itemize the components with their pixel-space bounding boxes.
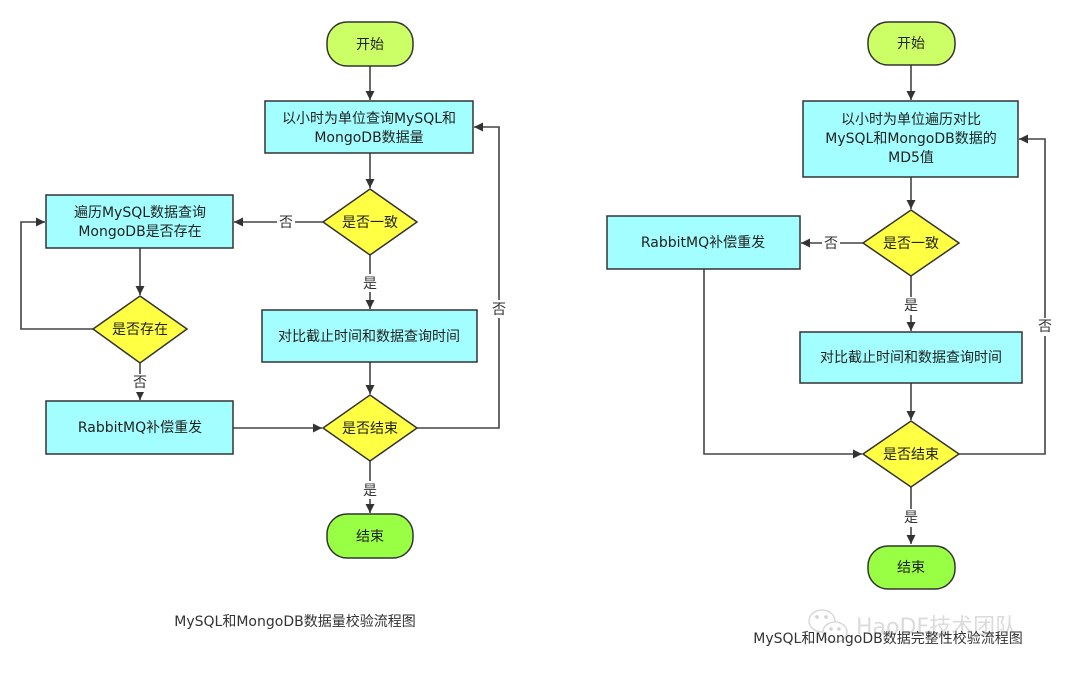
- node-start-label: 开始: [897, 36, 925, 52]
- node-traverse-mysql: 遍历MySQL数据查询 MongoDB是否存在: [45, 194, 234, 249]
- node-end: 结束: [867, 545, 956, 590]
- node-rabbitmq-resend: RabbitMQ补偿重发: [606, 215, 801, 270]
- node-end: 结束: [326, 513, 414, 559]
- node-rabbitmq-resend-label: RabbitMQ补偿重发: [641, 235, 765, 251]
- edge-labels: 否 是 否 是: [822, 235, 1054, 527]
- decision-finished-label: 是否结束: [342, 421, 398, 437]
- edge-label-consistent-yes: 是: [363, 276, 377, 292]
- decision-finished: 是否结束: [321, 394, 419, 462]
- edge-label-consistent-no: 否: [824, 236, 838, 252]
- edge-label-finished-yes: 是: [904, 510, 918, 526]
- node-rabbitmq-resend-label: RabbitMQ补偿重发: [78, 420, 202, 436]
- node-compare-md5: 以小时为单位遍历对比 MySQL和MongoDB数据的 MD5值: [802, 100, 1019, 178]
- edge-label-exists-no: 否: [133, 375, 147, 391]
- node-compare-time-label: 对比截止时间和数据查询时间: [278, 329, 460, 345]
- edge-label-consistent-yes: 是: [904, 298, 918, 314]
- node-traverse-mysql-line-2: MongoDB是否存在: [78, 224, 201, 240]
- watermark: HaoDF技术团队: [808, 609, 1017, 643]
- node-query-volume-line-2: MongoDB数据量: [314, 130, 423, 146]
- edges: [703, 65, 1046, 544]
- node-rabbitmq-resend: RabbitMQ补偿重发: [45, 400, 234, 455]
- node-compare-md5-line-1: 以小时为单位遍历对比: [841, 112, 981, 128]
- edge-finished-no-loop-to-compare-md5: [959, 134, 1046, 455]
- edge-label-finished-yes: 是: [363, 483, 377, 499]
- decision-exists: 是否存在: [91, 295, 189, 364]
- decision-consistent: 是否一致: [321, 188, 419, 256]
- edge-label-consistent-no: 否: [279, 215, 293, 231]
- node-start: 开始: [867, 21, 956, 66]
- edge-label-finished-no: 否: [492, 302, 506, 318]
- decision-finished: 是否结束: [861, 420, 961, 488]
- edge-labels: 否 是 否 否 是: [131, 214, 508, 499]
- node-end-label: 结束: [356, 529, 384, 545]
- watermark-text: HaoDF技术团队: [856, 615, 1017, 640]
- node-compare-md5-line-2: MySQL和MongoDB数据的: [825, 131, 996, 147]
- node-query-volume: 以小时为单位查询MySQL和 MongoDB数据量: [264, 100, 474, 154]
- wechat-icon: [808, 609, 848, 643]
- node-compare-time: 对比截止时间和数据查询时间: [799, 331, 1023, 384]
- node-query-volume-line-1: 以小时为单位查询MySQL和: [282, 111, 456, 127]
- decision-consistent: 是否一致: [861, 209, 961, 277]
- decision-exists-label: 是否存在: [112, 322, 168, 338]
- node-compare-time-label: 对比截止时间和数据查询时间: [820, 350, 1002, 366]
- diagram-caption: MySQL和MongoDB数据完整性校验流程图: [753, 630, 1022, 647]
- diagram-caption: MySQL和MongoDB数据量校验流程图: [174, 613, 415, 630]
- decision-finished-label: 是否结束: [883, 447, 939, 463]
- node-compare-time: 对比截止时间和数据查询时间: [261, 309, 478, 363]
- node-end-label: 结束: [897, 560, 925, 576]
- decision-consistent-label: 是否一致: [883, 236, 939, 252]
- edges: [20, 66, 500, 513]
- volume-check-flowchart: 否 是 否 否 是 开始 以小时为单位查询MySQL和 MongoDB数据量 是…: [20, 21, 508, 630]
- node-compare-md5-line-3: MD5值: [888, 150, 934, 166]
- integrity-check-flowchart: 否 是 否 是 开始 以小时为单位遍历对比 MySQL和MongoDB数据的 M…: [606, 21, 1054, 647]
- edge-exists-yes-loop-to-traverse: [20, 217, 93, 330]
- decision-consistent-label: 是否一致: [342, 215, 398, 231]
- edge-finished-no-loop-to-query: [417, 122, 500, 429]
- node-start: 开始: [326, 21, 414, 67]
- node-traverse-mysql-line-1: 遍历MySQL数据查询: [74, 205, 206, 221]
- node-start-label: 开始: [356, 37, 384, 53]
- edge-resend-to-finished: [703, 269, 862, 459]
- edge-label-finished-no: 否: [1038, 319, 1052, 335]
